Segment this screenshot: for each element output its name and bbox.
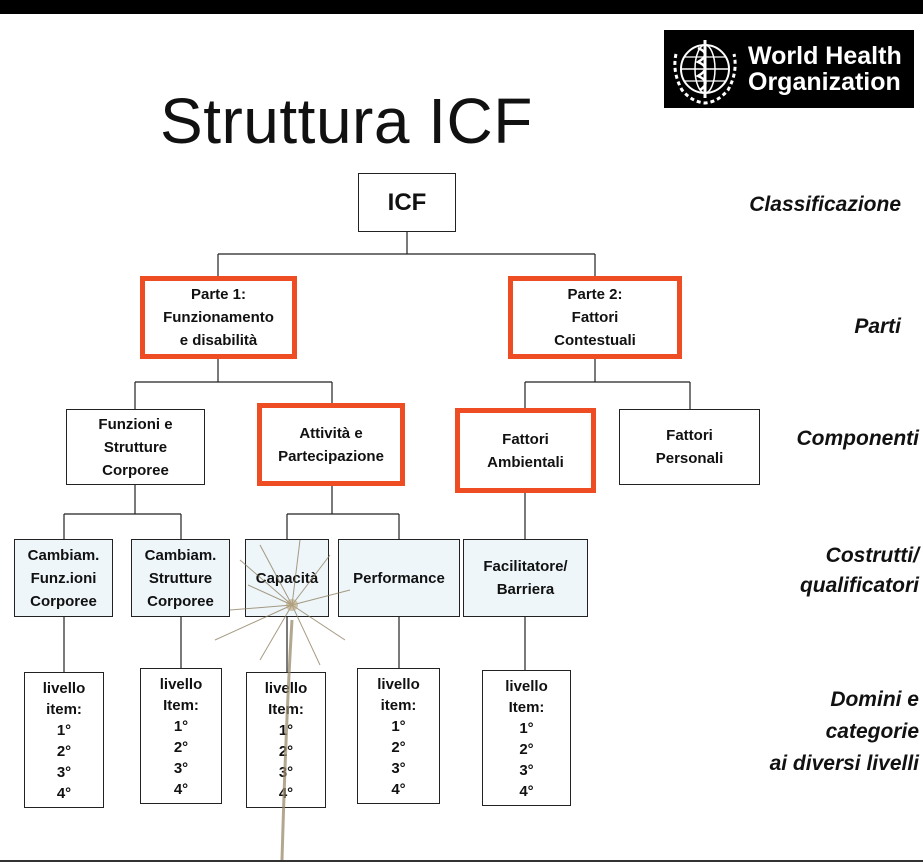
- level-item: 4°: [173, 781, 189, 798]
- side-label-domini-3: ai diversi livelli: [769, 752, 919, 775]
- level-item: 4°: [391, 781, 406, 798]
- level-item: 2°: [519, 741, 534, 758]
- level-item: 2°: [173, 739, 189, 756]
- level-item: 3°: [519, 762, 534, 779]
- part-2-node: Parte 2: Fattori Contestuali: [508, 276, 682, 359]
- level-item: 3°: [173, 760, 189, 777]
- level-item: 3°: [278, 764, 294, 781]
- level-head: Item:: [163, 697, 199, 714]
- part-1-node: Parte 1: Funzionamento e disabilità: [140, 276, 297, 359]
- level-item: 4°: [519, 783, 534, 800]
- level-head: livello: [264, 680, 308, 697]
- level-head: item:: [46, 701, 82, 718]
- icf-root-node: ICF: [358, 173, 456, 232]
- bottom-rule: [0, 860, 923, 862]
- level-head: item:: [380, 697, 417, 714]
- who-emblem-icon: [673, 40, 737, 105]
- qualifier-facilitatore-barriera: Facilitatore/ Barriera: [463, 539, 588, 617]
- qualifier-performance: Performance: [338, 539, 460, 617]
- level-head: Item:: [268, 701, 304, 718]
- page-title: Struttura ICF: [160, 85, 533, 157]
- level-head: livello: [42, 680, 86, 697]
- level-head: livello: [377, 676, 420, 693]
- logo-line2: Organization: [748, 68, 901, 96]
- level-box-2: livello Item: 1° 2° 3° 4°: [140, 668, 222, 804]
- qualifier-capacita: Capacità: [245, 539, 329, 617]
- logo-line1: World Health: [748, 42, 902, 70]
- top-bar: [0, 0, 923, 14]
- side-label-domini-2: categorie: [825, 720, 919, 743]
- side-label-componenti: Componenti: [796, 427, 919, 450]
- level-head: Item:: [508, 699, 545, 716]
- level-item: 3°: [56, 764, 72, 781]
- level-box-5: livello Item: 1° 2° 3° 4°: [482, 670, 571, 806]
- side-label-classificazione: Classificazione: [749, 193, 901, 216]
- level-head: livello: [505, 678, 548, 695]
- level-box-3: livello Item: 1° 2° 3° 4°: [246, 672, 326, 808]
- level-box-4: livello item: 1° 2° 3° 4°: [357, 668, 440, 804]
- component-fattori-ambientali: Fattori Ambientali: [455, 408, 596, 493]
- side-label-costrutti-2: qualificatori: [799, 574, 919, 597]
- level-item: 1°: [519, 720, 534, 737]
- level-item: 2°: [56, 743, 72, 760]
- side-label-costrutti-1: Costrutti/: [825, 544, 919, 567]
- side-label-parti: Parti: [854, 315, 901, 338]
- level-item: 1°: [278, 722, 294, 739]
- qualifier-cambiam-funzioni: Cambiam. Funz.ioni Corporee: [14, 539, 113, 617]
- side-label-domini-1: Domini e: [830, 688, 919, 711]
- level-item: 2°: [391, 739, 406, 756]
- level-item: 4°: [56, 785, 72, 802]
- level-item: 1°: [173, 718, 189, 735]
- component-attivita-partecipazione: Attività e Partecipazione: [257, 403, 405, 486]
- component-funzioni-strutture: Funzioni e Strutture Corporee: [66, 409, 205, 485]
- level-head: livello: [159, 676, 203, 693]
- level-item: 1°: [391, 718, 406, 735]
- level-box-1: livello item: 1° 2° 3° 4°: [24, 672, 104, 808]
- level-item: 4°: [278, 785, 294, 802]
- level-item: 2°: [278, 743, 294, 760]
- component-fattori-personali: Fattori Personali: [619, 409, 760, 485]
- who-logo: World Health Organization: [664, 30, 914, 108]
- level-item: 1°: [56, 722, 72, 739]
- level-item: 3°: [391, 760, 406, 777]
- qualifier-cambiam-strutture: Cambiam. Strutture Corporee: [131, 539, 230, 617]
